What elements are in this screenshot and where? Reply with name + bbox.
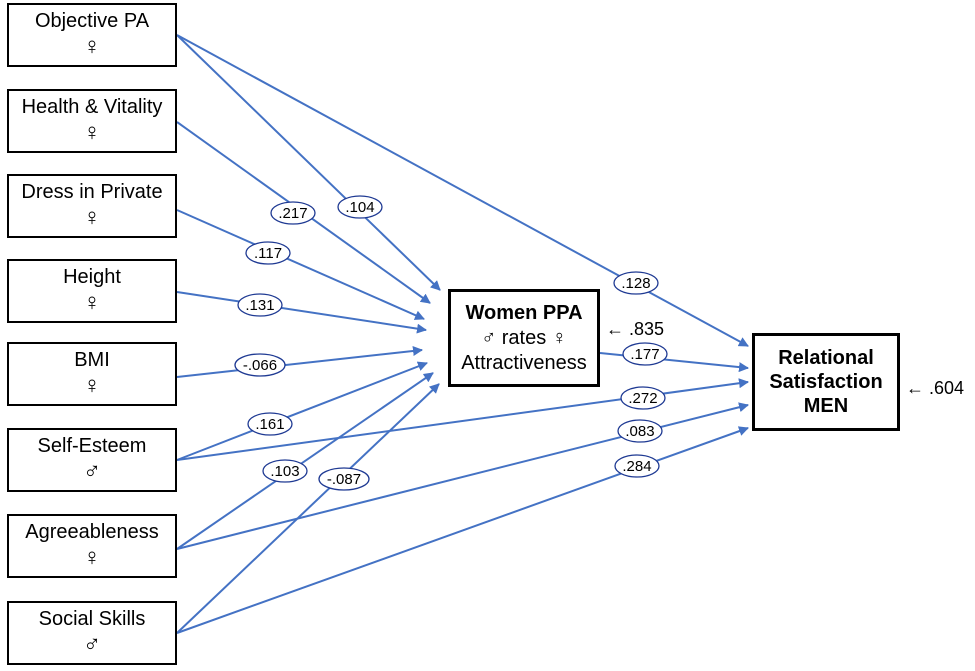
box-dress-in-private: Dress in Private ♀ <box>7 174 177 238</box>
outcome-line-1: Relational <box>778 347 874 369</box>
mediator-attractiveness-line: Attractiveness <box>461 351 587 374</box>
coefficient-ellipse <box>234 353 286 377</box>
outcome-line-2: Satisfaction <box>769 371 883 393</box>
coefficient-ellipse <box>622 342 668 366</box>
label-bmi: BMI <box>74 349 110 372</box>
coefficient-ellipse <box>247 412 293 436</box>
coefficient-label: .104 <box>337 195 383 219</box>
path-arrow-dress-in-private-to-mediator <box>176 209 425 320</box>
coefficient-ellipse <box>262 459 308 483</box>
box-objective-pa: Objective PA ♀ <box>7 3 177 67</box>
coefficient-value: .217 <box>278 205 307 222</box>
coefficient-value: .177 <box>630 346 659 363</box>
coefficient-label: .161 <box>247 412 293 436</box>
label-height: Height <box>63 266 121 289</box>
coefficient-ellipse <box>237 293 283 317</box>
label-health-vitality: Health & Vitality <box>21 96 163 119</box>
coefficient-value: .103 <box>270 463 299 480</box>
path-arrow-objective-pa-to-mediator <box>176 34 441 291</box>
path-arrow-objective-pa-to-outcome <box>176 34 749 347</box>
coefficient-label: .117 <box>245 241 291 265</box>
coefficient-value: .083 <box>625 423 654 440</box>
label-objective-pa: Objective PA <box>34 10 150 33</box>
coefficient-ellipse <box>614 454 660 478</box>
path-arrow-self-esteem-to-mediator <box>176 361 428 461</box>
coefficient-label: .272 <box>620 386 666 410</box>
female-symbol-icon: ♀ <box>83 544 101 572</box>
coefficient-value: .284 <box>622 458 651 475</box>
box-bmi: BMI ♀ <box>7 342 177 406</box>
female-symbol-icon: ♀ <box>83 33 101 61</box>
coefficient-label: .131 <box>237 293 283 317</box>
path-arrow-height-to-mediator <box>176 291 427 334</box>
box-health-vitality: Health & Vitality ♀ <box>7 89 177 153</box>
outcome-residual: ← .604 <box>906 378 965 398</box>
coefficient-label: -.087 <box>318 467 370 491</box>
female-symbol-icon: ♀ <box>83 372 101 400</box>
coefficient-ellipse <box>337 195 383 219</box>
coefficient-ellipse <box>245 241 291 265</box>
coefficient-value: .128 <box>621 275 650 292</box>
mediator-title: Women PPA <box>465 301 583 324</box>
coefficient-label: -.066 <box>234 353 286 377</box>
coefficient-value: .117 <box>254 245 282 262</box>
path-arrow-social-skills-to-mediator <box>176 383 440 634</box>
coefficient-value: .104 <box>345 199 374 216</box>
coefficient-value: -.066 <box>243 357 277 374</box>
female-symbol-icon: ♀ <box>83 119 101 147</box>
coefficient-value: .272 <box>628 390 657 407</box>
coefficient-value: .131 <box>245 297 274 314</box>
label-self-esteem: Self-Esteem <box>37 435 147 458</box>
path-arrow-social-skills-to-outcome <box>176 426 749 634</box>
coefficient-value: .161 <box>255 416 284 433</box>
box-agreeableness: Agreeableness ♀ <box>7 514 177 578</box>
box-women-ppa: Women PPA ♂ rates ♀ Attractiveness <box>448 289 600 387</box>
mediator-residual: ← .835 <box>606 319 665 339</box>
coefficient-ellipse <box>617 419 663 443</box>
mediator-rates-line: ♂ rates ♀ <box>481 326 567 349</box>
coefficient-value: -.087 <box>327 471 361 488</box>
path-arrow-bmi-to-mediator <box>176 346 423 378</box>
label-social-skills: Social Skills <box>38 608 146 631</box>
coefficient-label: .103 <box>262 459 308 483</box>
label-agreeableness: Agreeableness <box>25 521 159 544</box>
label-dress-in-private: Dress in Private <box>21 181 163 204</box>
path-arrow-agreeableness-to-mediator <box>176 372 434 550</box>
box-social-skills: Social Skills ♂ <box>7 601 177 665</box>
coefficient-label: .083 <box>617 419 663 443</box>
coefficient-label: .217 <box>270 201 316 225</box>
coefficient-label: .284 <box>614 454 660 478</box>
coefficient-label: .128 <box>613 271 659 295</box>
path-arrow-mediator-to-outcome <box>599 352 749 373</box>
coefficient-ellipse <box>318 467 370 491</box>
coefficient-ellipse <box>620 386 666 410</box>
box-relational-satisfaction: Relational Satisfaction MEN <box>752 333 900 431</box>
outcome-line-3: MEN <box>803 395 849 417</box>
male-symbol-icon: ♂ <box>83 631 101 659</box>
coefficient-ellipse <box>613 271 659 295</box>
box-height: Height ♀ <box>7 259 177 323</box>
coefficient-label: .177 <box>622 342 668 366</box>
male-symbol-icon: ♂ <box>83 458 101 486</box>
coefficient-ellipse <box>270 201 316 225</box>
female-symbol-icon: ♀ <box>83 204 101 232</box>
box-self-esteem: Self-Esteem ♂ <box>7 428 177 492</box>
female-symbol-icon: ♀ <box>83 289 101 317</box>
